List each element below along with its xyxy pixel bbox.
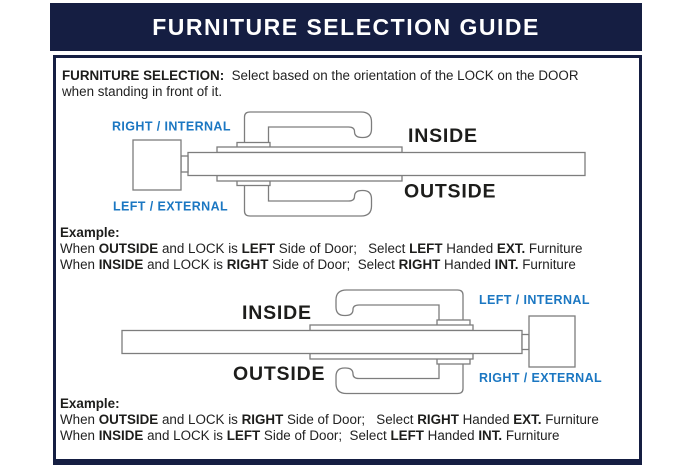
lock-body <box>528 315 576 368</box>
example-bottom-line-2: When INSIDE and LOCK is LEFT Side of Doo… <box>60 428 560 443</box>
label-left-internal: LEFT / INTERNAL <box>479 293 590 307</box>
door-edge <box>187 151 586 177</box>
backplate-inside <box>309 324 474 332</box>
header-bar: FURNITURE SELECTION GUIDE <box>50 3 642 51</box>
label-inside: INSIDE <box>408 125 478 147</box>
backplate-inside <box>216 146 403 154</box>
lock-spindle <box>521 333 530 351</box>
intro-body: Select based on the orientation of the L… <box>62 68 583 99</box>
backplate-outside <box>216 174 403 182</box>
example-bottom: Example: When OUTSIDE and LOCK is RIGHT … <box>60 396 599 444</box>
label-inside: INSIDE <box>242 302 312 324</box>
example-top-heading: Example: <box>60 225 120 240</box>
label-left-external: LEFT / EXTERNAL <box>113 200 228 214</box>
lock-body <box>132 139 182 191</box>
diagram-lock-left: RIGHT / INTERNAL LEFT / EXTERNAL INSIDE … <box>112 111 586 217</box>
example-top-line-1: When OUTSIDE and LOCK is LEFT Side of Do… <box>60 241 583 256</box>
lever-handle-outside-icon <box>243 184 373 217</box>
page-title: FURNITURE SELECTION GUIDE <box>152 13 540 40</box>
intro-lead: FURNITURE SELECTION: <box>62 68 225 83</box>
door-edge <box>121 329 523 355</box>
lock-spindle <box>180 155 189 173</box>
intro-text: FURNITURE SELECTION: Select based on the… <box>62 68 614 100</box>
lever-handle-inside-icon <box>335 289 464 322</box>
label-right-external: RIGHT / EXTERNAL <box>479 371 602 385</box>
diagram-lock-right: INSIDE OUTSIDE LEFT / INTERNAL RIGHT / E… <box>121 289 602 395</box>
example-bottom-line-1: When OUTSIDE and LOCK is RIGHT Side of D… <box>60 412 599 427</box>
lever-handle-outside-icon <box>335 361 464 395</box>
backplate-outside <box>309 352 474 360</box>
label-outside: OUTSIDE <box>233 363 325 385</box>
lever-handle-inside-icon <box>243 111 373 144</box>
label-right-internal: RIGHT / INTERNAL <box>112 120 231 134</box>
example-top-line-2: When INSIDE and LOCK is RIGHT Side of Do… <box>60 257 576 272</box>
label-outside: OUTSIDE <box>404 181 496 203</box>
example-bottom-heading: Example: <box>60 396 120 411</box>
example-top: Example: When OUTSIDE and LOCK is LEFT S… <box>60 225 583 273</box>
